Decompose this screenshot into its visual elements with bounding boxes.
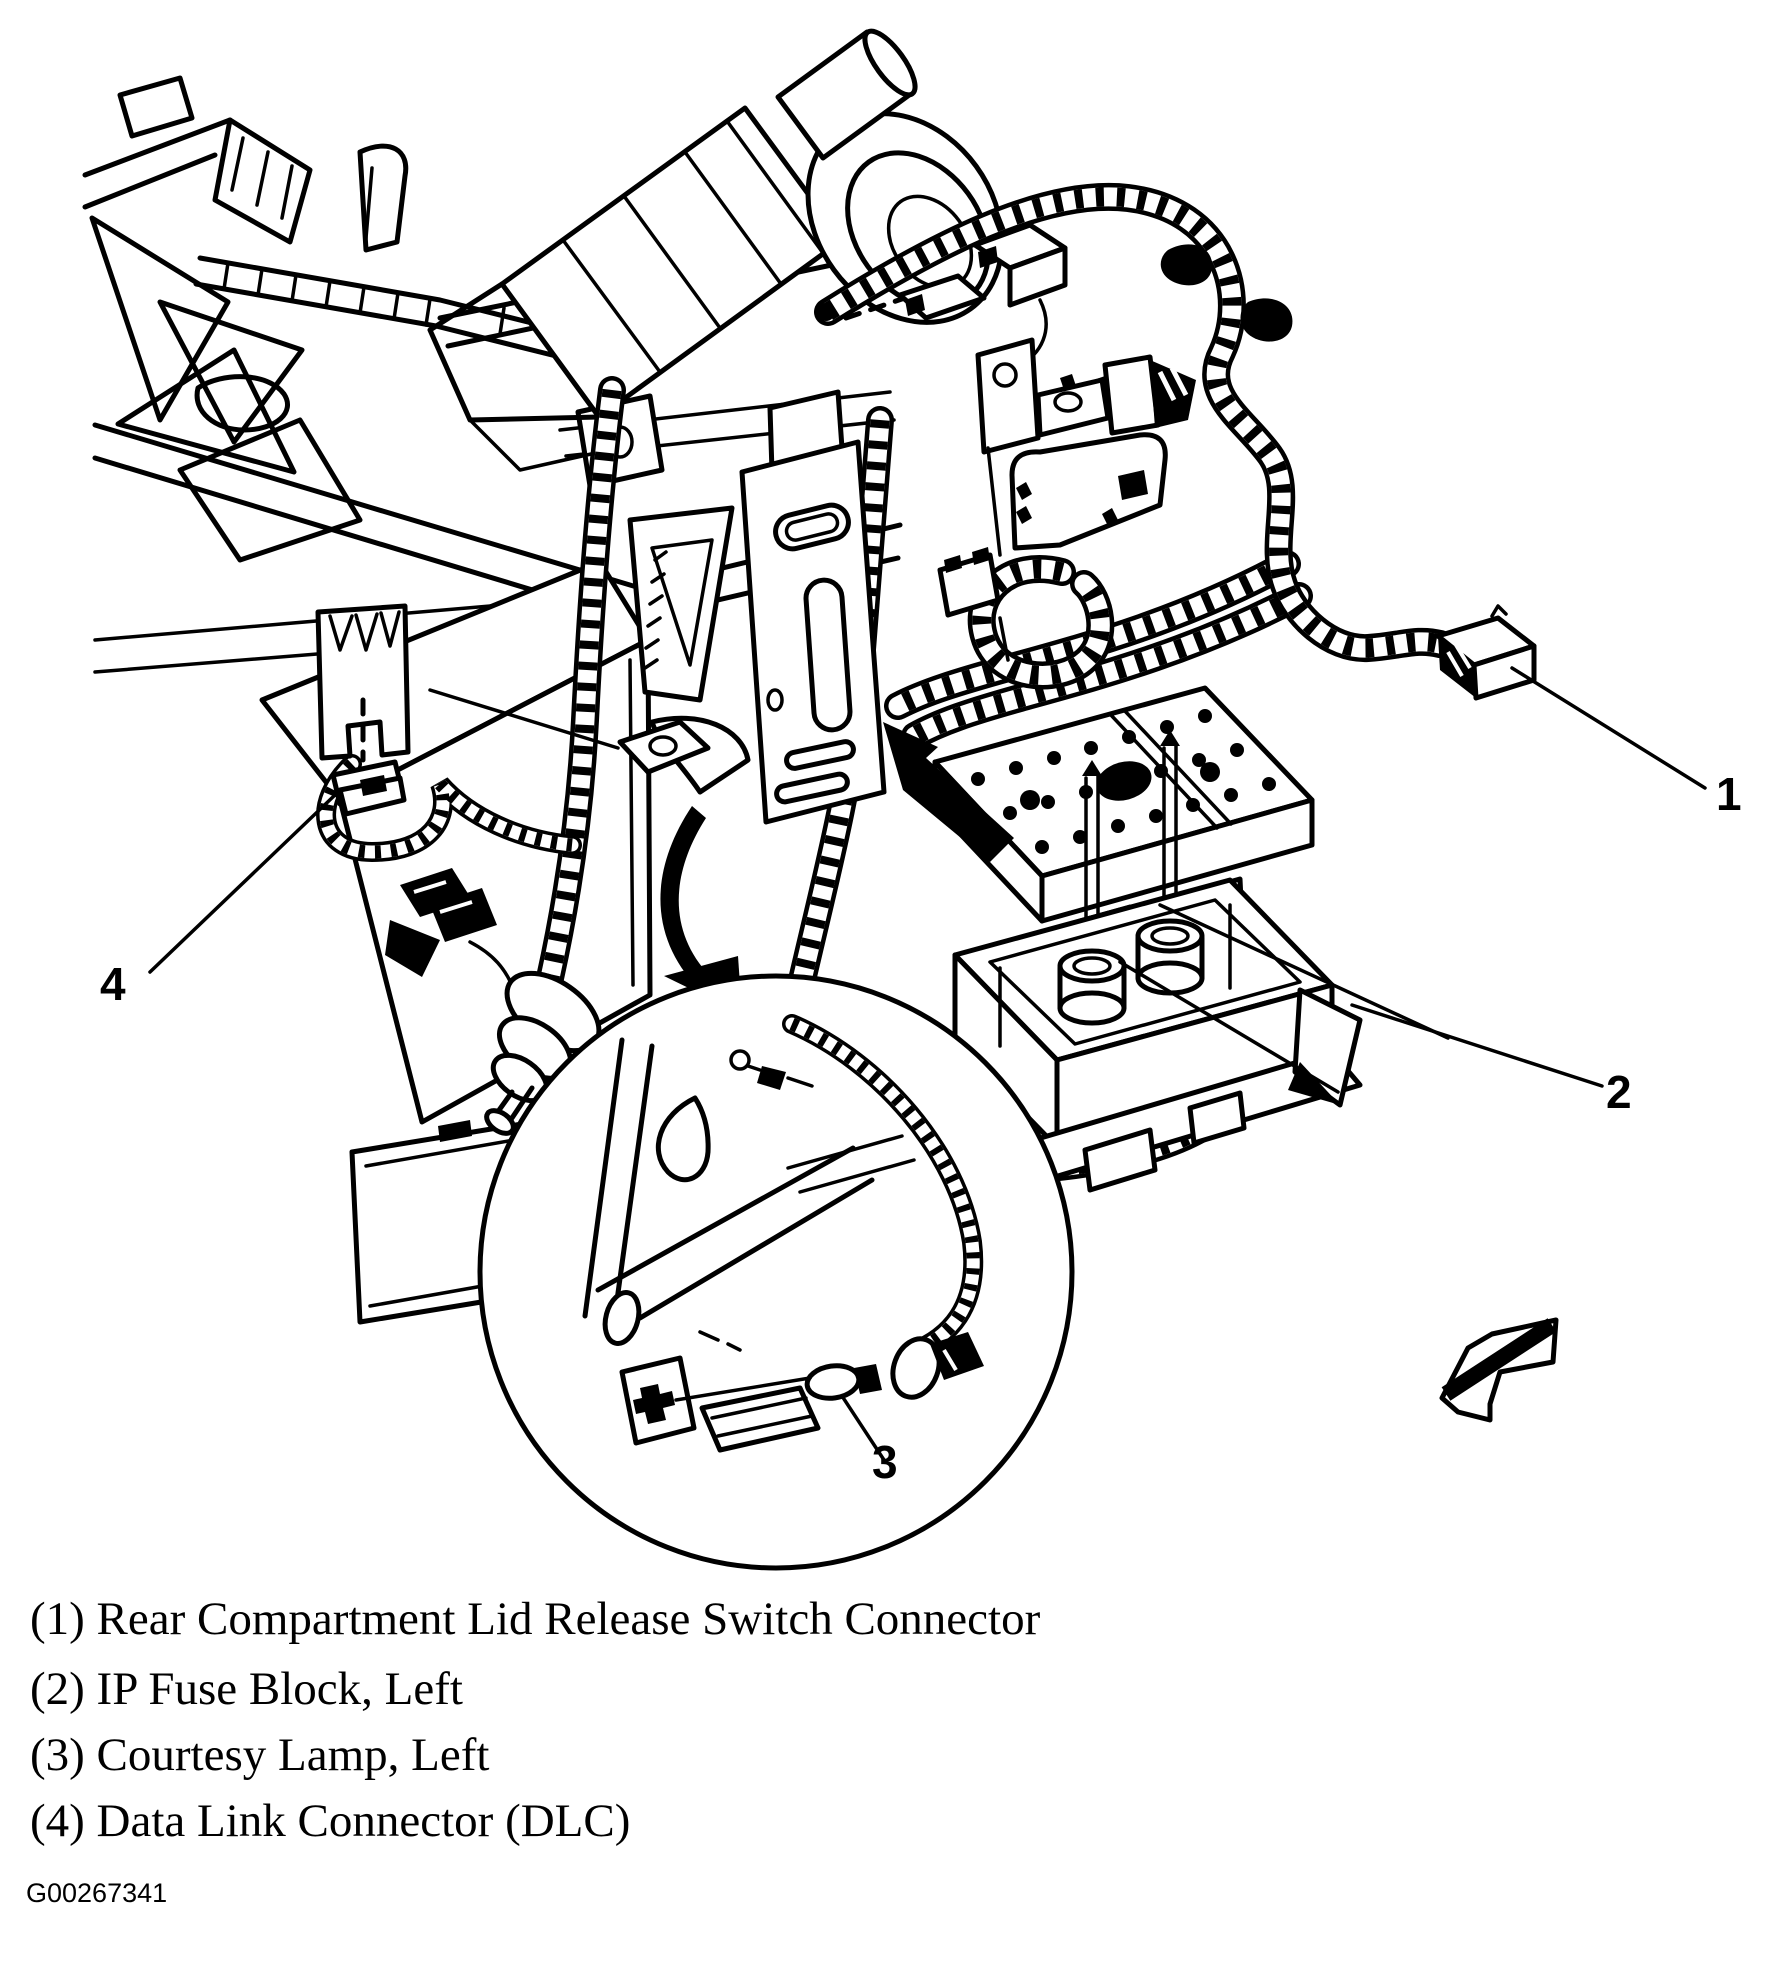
harness-grommet-boot (484, 970, 602, 1136)
wiring-harness-conduits (326, 197, 1440, 1308)
relay-and-connector-boxes (843, 222, 1196, 662)
inset-circle (477, 973, 1075, 1571)
callout-4-leader (148, 793, 337, 974)
callout-3: 3 (872, 1436, 898, 1488)
harness-crimp (817, 303, 835, 321)
legend-item-3: (3) Courtesy Lamp, Left (30, 1729, 490, 1781)
callout-1: 1 (1716, 768, 1742, 820)
figure-id: G00267341 (26, 1878, 168, 1908)
harness-connector-black (385, 868, 514, 987)
callout-4: 4 (100, 958, 126, 1010)
courtesy-lamp-inset (477, 973, 1075, 1571)
callout-2: 2 (1606, 1066, 1632, 1118)
pointer-arrow (883, 722, 1014, 862)
column-support-plate (428, 389, 887, 825)
rear-lid-release-switch-connector (1435, 604, 1707, 790)
data-link-connector (148, 603, 602, 1136)
callout-2-leader (1350, 1003, 1604, 1088)
direction-arrow (1439, 1317, 1559, 1423)
legend-item-1: (1) Rear Compartment Lid Release Switch … (30, 1593, 1041, 1645)
legend-item-2: (2) IP Fuse Block, Left (30, 1663, 463, 1715)
courtesy-lamp-bulb (804, 1363, 882, 1401)
detail-swoosh-arrow (660, 806, 710, 988)
ip-fuse-block (932, 685, 1604, 1193)
legend-item-4: (4) Data Link Connector (DLC) (30, 1795, 631, 1847)
callout-1-leader (1510, 666, 1707, 790)
fuse-cavity-dots (971, 709, 1276, 854)
callout-3-leader (840, 1394, 886, 1462)
